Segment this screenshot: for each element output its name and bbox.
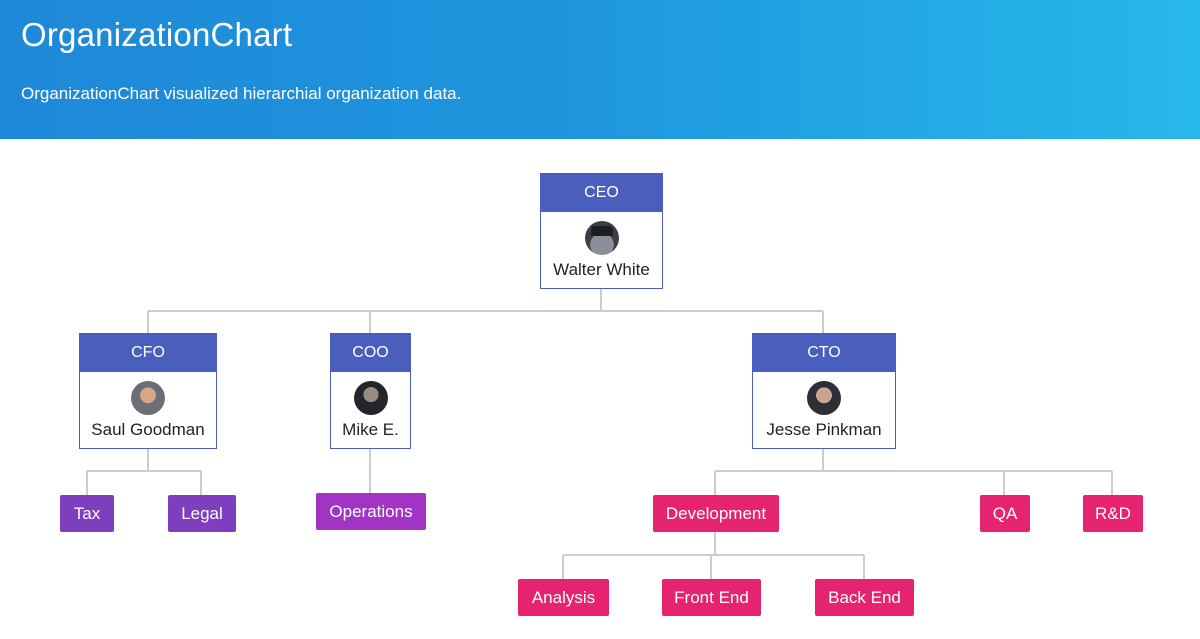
connector-cfo-children <box>86 449 202 495</box>
node-role-label: CEO <box>541 174 662 212</box>
avatar-mike-e-icon <box>353 381 388 415</box>
org-unit-legal[interactable]: Legal <box>168 495 236 532</box>
org-unit-tax[interactable]: Tax <box>60 495 114 532</box>
page-header: OrganizationChart OrganizationChart visu… <box>0 0 1200 139</box>
node-role-label: COO <box>331 334 410 372</box>
node-name-label: Walter White <box>553 260 650 279</box>
page-title: OrganizationChart <box>21 16 293 53</box>
org-node-cfo[interactable]: CFO Saul Goodman <box>79 333 217 449</box>
node-role-label: CFO <box>80 334 216 372</box>
org-unit-analysis[interactable]: Analysis <box>518 579 609 616</box>
node-name-label: Jesse Pinkman <box>766 420 882 439</box>
node-name-label: Saul Goodman <box>91 420 205 439</box>
node-name-label: Mike E. <box>342 420 399 439</box>
org-node-cto[interactable]: CTO Jesse Pinkman <box>752 333 896 449</box>
org-unit-front-end[interactable]: Front End <box>662 579 761 616</box>
node-role-label: CTO <box>753 334 895 372</box>
org-unit-back-end[interactable]: Back End <box>815 579 914 616</box>
connector-ceo-children <box>147 289 824 334</box>
avatar-walter-white-icon <box>584 221 619 255</box>
avatar-jesse-pinkman-icon <box>807 381 841 415</box>
avatar-saul-goodman-icon <box>131 381 165 415</box>
connector-cto-children <box>714 449 1113 495</box>
page-subtitle: OrganizationChart visualized hierarchial… <box>21 84 462 103</box>
org-node-ceo[interactable]: CEO Walter White <box>540 173 663 289</box>
connector-development-children <box>562 532 865 579</box>
org-unit-qa[interactable]: QA <box>980 495 1030 532</box>
org-unit-rd[interactable]: R&D <box>1083 495 1143 532</box>
org-node-coo[interactable]: COO Mike E. <box>330 333 411 449</box>
org-unit-development[interactable]: Development <box>653 495 779 532</box>
org-unit-operations[interactable]: Operations <box>316 493 426 530</box>
